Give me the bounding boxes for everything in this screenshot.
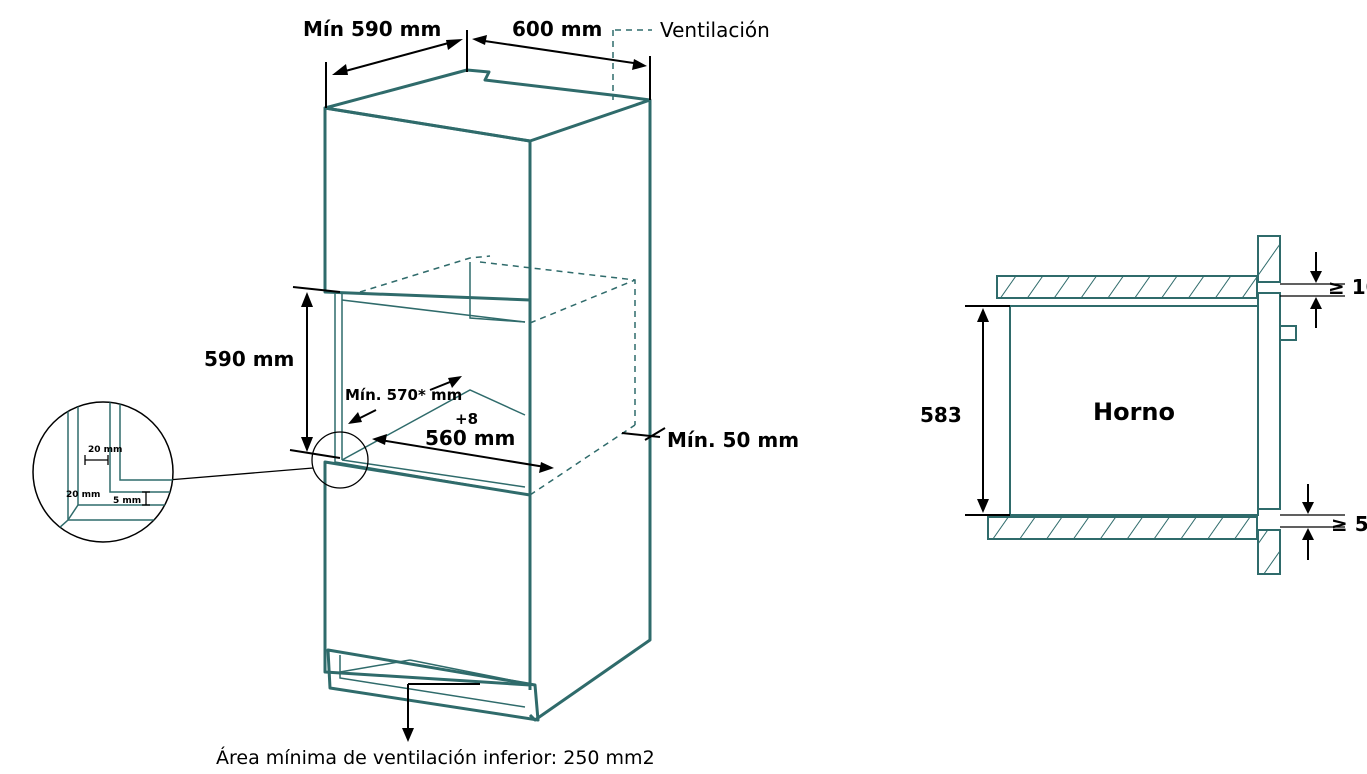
bottom-ventilation-note: Área mínima de ventilación inferior: 250… [216,746,655,769]
dimension-lines-right [965,252,1345,560]
section-drawing [987,235,1297,575]
detail-zoom [32,401,174,543]
detail-20mm-top: 20 mm [88,445,122,455]
label-horno: Horno [1093,398,1175,426]
detail-20mm-side: 20 mm [66,490,100,500]
bottom-shelf [987,516,1258,540]
lower-panel [323,460,532,687]
label-583: 583 [920,403,962,427]
label-600: 600 mm [512,17,602,41]
label-min-50: Mín. 50 mm [667,428,799,452]
label-ventilacion: Ventilación [660,18,770,42]
oven-handle [1279,325,1297,341]
label-ge10: ≥ 10 [1328,275,1367,299]
label-min-590: Mín 590 mm [303,17,441,41]
cabinet-drawing [323,29,652,722]
detail-marker-circle [311,431,369,489]
cabinet-top [323,68,652,143]
front-wall-bottom [1257,529,1281,575]
front-wall-top [1257,235,1281,283]
label-560: 560 mm [425,426,515,450]
label-plus8: +8 [455,410,478,428]
label-min-570: Mín. 570* mm [345,386,462,404]
oven-front-panel [1257,292,1281,510]
label-ge5: ≥ 5 [1331,512,1367,536]
label-590: 590 mm [204,347,294,371]
cabinet-right-side [528,100,652,722]
dimension-lines-left [289,30,666,742]
detail-5mm: 5 mm [113,496,141,506]
plinth [326,648,540,722]
top-shelf [996,275,1258,299]
